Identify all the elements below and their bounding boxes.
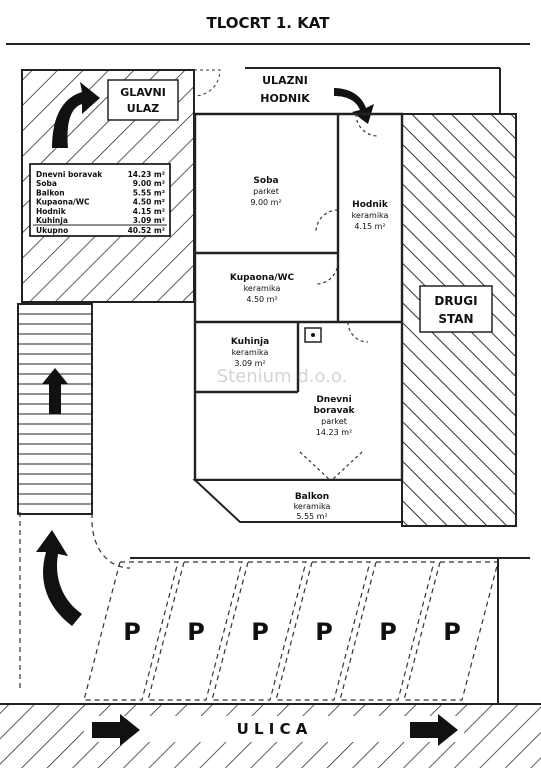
parking-spot: P bbox=[403, 561, 499, 701]
glavni-ulaz-line2: ULAZ bbox=[127, 102, 159, 115]
ulazni-hodnik-line2: HODNIK bbox=[260, 92, 310, 105]
parking-spot: P bbox=[275, 561, 371, 701]
area-table-row-name: Hodnik bbox=[36, 207, 67, 216]
room-soba-area: 9.00 m² bbox=[250, 198, 281, 207]
curved-arrow-icon-top bbox=[52, 82, 100, 148]
room-kupaona-material: keramika bbox=[244, 284, 281, 293]
drugi-stan-box bbox=[419, 285, 493, 333]
room-soba-material: parket bbox=[253, 187, 279, 196]
room-balkon-material: keramika bbox=[294, 502, 331, 511]
chimney-dot bbox=[311, 333, 315, 337]
area-table-row-name: Kupaona/WC bbox=[36, 198, 90, 207]
parking-label: P bbox=[443, 618, 461, 646]
room-kuhinja-area: 3.09 m² bbox=[234, 359, 265, 368]
room-dnevni-material: parket bbox=[321, 417, 347, 426]
curved-arrow-icon-bottom bbox=[36, 530, 82, 626]
parking-spot: P bbox=[211, 561, 307, 701]
area-table-row-area: 4.15 m² bbox=[133, 207, 165, 216]
parking-spot: P bbox=[339, 561, 435, 701]
room-labels: Soba parket 9.00 m² Hodnik keramika 4.15… bbox=[230, 176, 389, 437]
drugi-stan-line1: DRUGI bbox=[434, 294, 477, 308]
area-table-row-area: 14.23 m² bbox=[128, 170, 165, 179]
area-table-total-name: Ukupno bbox=[36, 226, 68, 235]
room-dnevni-area: 14.23 m² bbox=[316, 428, 352, 437]
up-arrow-icon bbox=[42, 368, 68, 414]
parking-label: P bbox=[251, 618, 269, 646]
street-arrow-icon-right bbox=[410, 714, 458, 746]
parking-spot: P bbox=[83, 561, 179, 701]
room-dnevni-name-1: Dnevni bbox=[316, 395, 351, 405]
glavni-ulaz-box bbox=[107, 79, 179, 121]
room-soba-name: Soba bbox=[253, 176, 278, 186]
curved-arrow-icon-hodnik bbox=[334, 88, 374, 124]
parking-label: P bbox=[187, 618, 205, 646]
area-table-row-area: 5.55 m² bbox=[133, 188, 165, 197]
area-table-total-area: 40.52 m² bbox=[128, 226, 165, 235]
room-kupaona-name: Kupaona/WC bbox=[230, 273, 295, 283]
area-table-row-name: Balkon bbox=[36, 188, 65, 197]
room-kupaona-area: 4.50 m² bbox=[246, 295, 277, 304]
parking-label: P bbox=[315, 618, 333, 646]
room-balkon-name: Balkon bbox=[295, 492, 329, 502]
room-dnevni-name-2: boravak bbox=[313, 406, 355, 416]
room-kuhinja-name: Kuhinja bbox=[231, 337, 269, 347]
room-hodnik-area: 4.15 m² bbox=[354, 222, 385, 231]
room-kuhinja-material: keramika bbox=[232, 348, 269, 357]
area-table-row-name: Dnevni boravak bbox=[36, 170, 103, 179]
room-hodnik-name: Hodnik bbox=[352, 200, 389, 210]
ulazni-hodnik-line1: ULAZNI bbox=[262, 74, 308, 87]
area-table-row-name: Kuhinja bbox=[36, 216, 68, 225]
room-hodnik-material: keramika bbox=[352, 211, 389, 220]
drugi-stan-line2: STAN bbox=[438, 312, 473, 326]
street-arrow-icon-left bbox=[92, 714, 140, 746]
parking-spot: P bbox=[147, 561, 243, 701]
area-table-row-area: 4.50 m² bbox=[133, 198, 165, 207]
area-table-row-area: 3.09 m² bbox=[133, 216, 165, 225]
parking-label: P bbox=[379, 618, 397, 646]
glavni-ulaz-line1: GLAVNI bbox=[120, 86, 166, 99]
driveway-dashed-lines bbox=[19, 306, 131, 690]
plan-title: TLOCRT 1. KAT bbox=[206, 14, 330, 32]
room-balkon-area: 5.55 m² bbox=[296, 512, 327, 521]
area-table: Dnevni boravak 14.23 m² Soba 9.00 m² Balkon 5… bbox=[29, 163, 171, 237]
area-table-row-name: Soba bbox=[36, 179, 57, 188]
parking-label: P bbox=[123, 618, 141, 646]
watermark-text: Stenium d.o.o. bbox=[217, 366, 348, 387]
door-swings bbox=[299, 113, 379, 481]
street-label: U L I C A bbox=[237, 720, 308, 738]
entrance-door-swing bbox=[193, 69, 221, 97]
apartment-walls bbox=[193, 112, 404, 482]
street: U L I C A bbox=[0, 703, 541, 768]
area-table-row-area: 9.00 m² bbox=[133, 179, 165, 188]
